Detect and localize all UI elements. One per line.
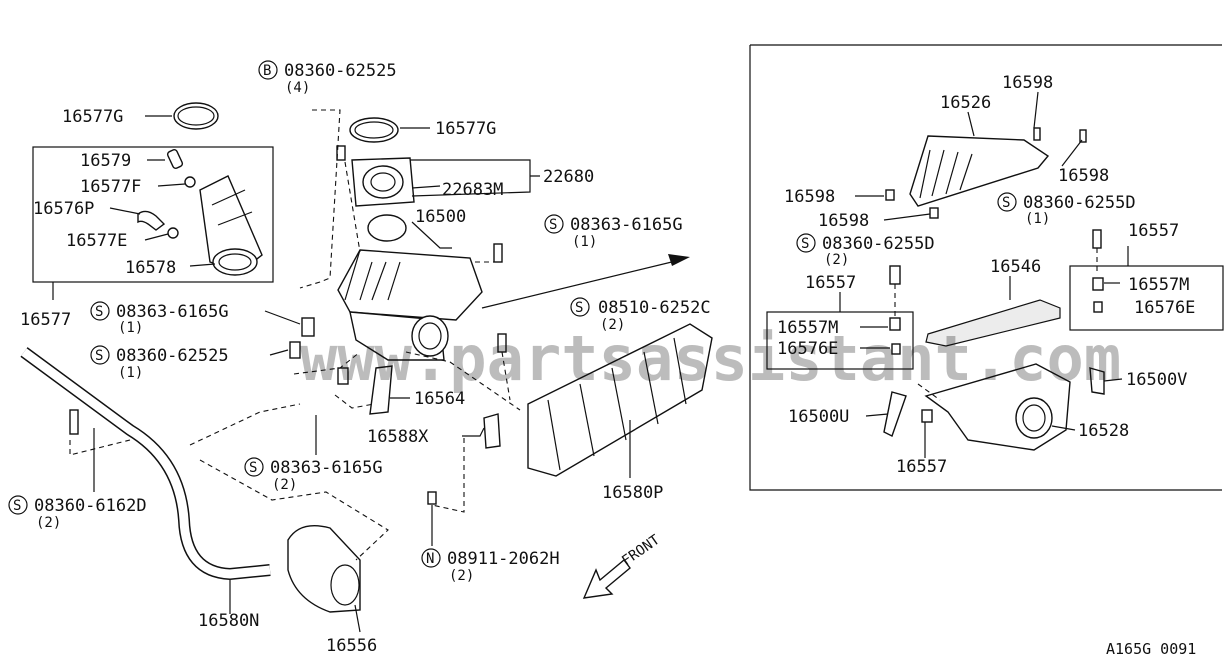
resonator-16580P[interactable]	[527, 323, 713, 477]
label-08360-6255D-a-qty: (1)	[1025, 211, 1050, 227]
label-08911-2062H-qty: (2)	[449, 568, 474, 584]
clamp-16577G-left[interactable]	[173, 102, 219, 130]
label-08360-62525-top-qty: (4)	[285, 80, 310, 96]
label-08363-6165G-a-qty: (1)	[572, 234, 597, 250]
clip-16577E[interactable]	[167, 227, 179, 239]
label-16526: 16526	[940, 93, 991, 113]
label-16557M-right: 16557M	[1128, 275, 1189, 295]
air-duct-16578[interactable]	[199, 175, 263, 276]
label-08360-6255D-b-qty: (2)	[824, 252, 849, 268]
label-16580N: 16580N	[198, 611, 259, 631]
label-08363-6165G-a: 08363-6165G	[570, 215, 683, 235]
hose-16576P[interactable]	[137, 210, 166, 231]
label-16557-right: 16557	[1128, 221, 1179, 241]
label-16598-left: 16598	[784, 187, 835, 207]
air-inlet-pipe-16580N[interactable]	[20, 347, 271, 581]
hose-clamp-16579[interactable]	[166, 149, 184, 170]
label-08360-62525-top: 08360-62525	[284, 61, 397, 81]
svg-text:S: S	[95, 348, 103, 364]
label-08360-6255D-b: 08360-6255D	[822, 234, 935, 254]
label-16557-left: 16557	[805, 273, 856, 293]
gasket-22683M[interactable]	[367, 214, 407, 242]
throttle-body-22680[interactable]	[351, 157, 415, 207]
label-16576E-right: 16576E	[1134, 298, 1195, 318]
label-08360-62525-qty: (1)	[118, 365, 143, 381]
watermark: www.partsassistant.com	[300, 322, 1121, 395]
screw-symbol-s: S S S S S S S S	[8, 192, 1017, 515]
label-22683M: 22683M	[442, 180, 503, 200]
label-16556: 16556	[326, 636, 377, 656]
label-16500V: 16500V	[1126, 370, 1187, 390]
label-16588X: 16588X	[367, 427, 429, 447]
svg-text:B: B	[263, 63, 271, 79]
label-16557M-left: 16557M	[777, 318, 838, 338]
svg-text:S: S	[95, 304, 103, 320]
svg-text:S: S	[801, 236, 809, 252]
label-08360-62525: 08360-62525	[116, 346, 229, 366]
leader-lines	[52, 91, 1129, 633]
label-08363-6165G-c-qty: (2)	[272, 477, 297, 493]
label-16546: 16546	[990, 257, 1041, 277]
nut-symbol-n: N	[421, 548, 441, 568]
label-16577G-right: 16577G	[435, 119, 496, 139]
label-16576E-left: 16576E	[777, 339, 838, 359]
svg-text:S: S	[575, 300, 583, 316]
label-16577G-left: 16577G	[62, 107, 123, 127]
group-box-16577	[32, 146, 274, 283]
label-16598-right: 16598	[1058, 166, 1109, 186]
bolt-icon	[69, 127, 1104, 505]
label-16578: 16578	[125, 258, 176, 278]
filter-element-16546[interactable]	[925, 299, 1061, 347]
duct-elbow-16556[interactable]	[287, 525, 361, 613]
label-08911-2062H: 08911-2062H	[447, 549, 560, 569]
label-16500U: 16500U	[788, 407, 849, 427]
label-08360-6162D-qty: (2)	[36, 515, 61, 531]
label-08363-6165G-c: 08363-6165G	[270, 458, 383, 478]
air-cleaner-16500[interactable]	[337, 249, 483, 361]
clip-16577F[interactable]	[184, 176, 196, 188]
air-cleaner-cover-16526[interactable]	[909, 135, 1050, 207]
svg-text:N: N	[426, 551, 434, 567]
label-08363-6165G-b: 08363-6165G	[116, 302, 229, 322]
label-16598-top: 16598	[1002, 73, 1053, 93]
label-16580P: 16580P	[602, 483, 663, 503]
front-arrow-icon	[582, 558, 631, 599]
bracket-16500V[interactable]	[1089, 367, 1105, 395]
bracket-16500U[interactable]	[883, 391, 907, 437]
bracket-16564[interactable]	[369, 365, 393, 415]
bracket-16588X[interactable]	[483, 413, 501, 449]
label-08510-6252C: 08510-6252C	[598, 298, 711, 318]
label-16557-bottom: 16557	[896, 457, 947, 477]
drawing-code: A165G 0091	[1106, 640, 1196, 658]
label-16576P: 16576P	[33, 199, 94, 219]
label-22680: 22680	[543, 167, 594, 187]
label-16577: 16577	[20, 310, 71, 330]
svg-text:S: S	[249, 460, 257, 476]
front-label: FRONT	[619, 532, 663, 570]
label-16500: 16500	[415, 207, 466, 227]
label-16598-bottom: 16598	[818, 211, 869, 231]
label-08363-6165G-b-qty: (1)	[118, 320, 143, 336]
bolt-symbol-b: B	[258, 60, 278, 80]
label-08510-6252C-qty: (2)	[600, 317, 625, 333]
clamp-16577G-right[interactable]	[349, 117, 399, 143]
label-16528: 16528	[1078, 421, 1129, 441]
svg-text:S: S	[1002, 195, 1010, 211]
label-08360-6162D: 08360-6162D	[34, 496, 147, 516]
svg-text:S: S	[549, 217, 557, 233]
label-16564: 16564	[414, 389, 465, 409]
label-16577F: 16577F	[80, 177, 141, 197]
label-16577E: 16577E	[66, 231, 127, 251]
air-cleaner-body-16528[interactable]	[924, 363, 1071, 451]
label-16579: 16579	[80, 151, 131, 171]
group-box-16557-right	[1069, 265, 1224, 331]
dashed-alignment-lines	[69, 109, 1098, 561]
label-08360-6255D-a: 08360-6255D	[1023, 193, 1136, 213]
inset-frame-left	[749, 45, 1222, 491]
direction-arrow	[481, 254, 690, 309]
svg-text:S: S	[13, 498, 21, 514]
